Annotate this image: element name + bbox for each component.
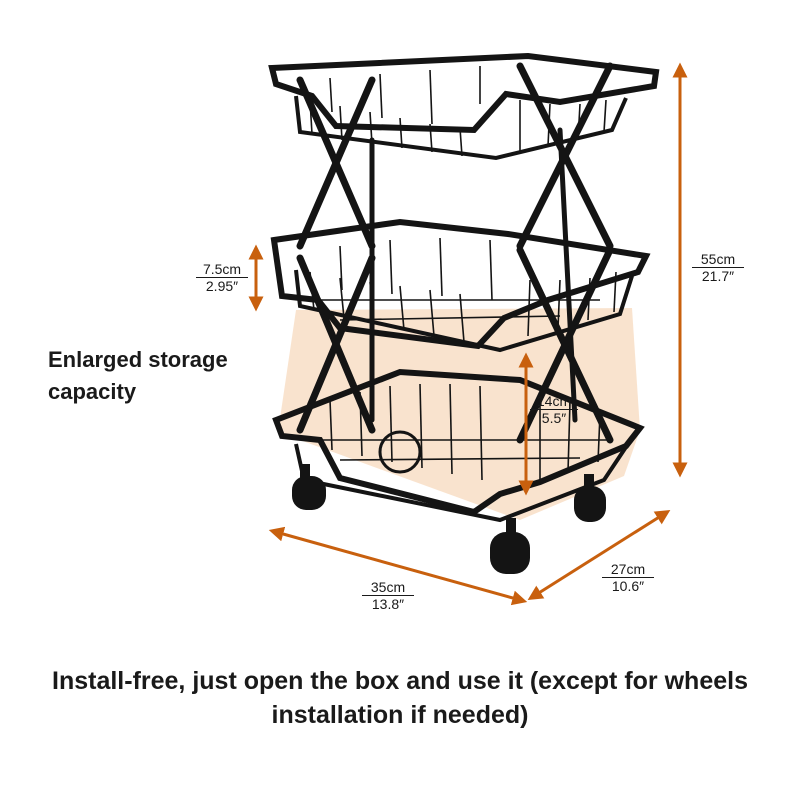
- tier-gap-imperial: 5.5″: [541, 409, 567, 426]
- height-metric: 55cm: [692, 252, 744, 268]
- basket-depth-metric: 7.5cm: [196, 262, 248, 278]
- expansion-highlight: [278, 308, 640, 520]
- caption-text: Install-free, just open the box and use …: [52, 667, 748, 729]
- height-label: 55cm 21.7″: [692, 252, 744, 283]
- middle-basket: [270, 218, 651, 353]
- basket-depth-imperial: 2.95″: [205, 277, 239, 294]
- depth-imperial: 10.6″: [611, 577, 645, 594]
- height-imperial: 21.7″: [701, 267, 735, 284]
- width-arrow: [268, 526, 528, 606]
- depth-metric: 27cm: [602, 562, 654, 578]
- tier-gap-label: 14cm 5.5″: [530, 394, 578, 425]
- depth-arrow: [527, 509, 671, 601]
- tier-gap-metric: 14cm: [530, 394, 578, 410]
- top-basket: [268, 52, 660, 161]
- depth-label: 27cm 10.6″: [602, 562, 654, 593]
- feature-text: Enlarged storage capacity: [48, 347, 228, 404]
- width-label: 35cm 13.8″: [362, 580, 414, 611]
- dimension-arrows: [248, 62, 688, 606]
- width-imperial: 13.8″: [371, 595, 405, 612]
- basket-depth-label: 7.5cm 2.95″: [196, 262, 248, 293]
- width-metric: 35cm: [362, 580, 414, 596]
